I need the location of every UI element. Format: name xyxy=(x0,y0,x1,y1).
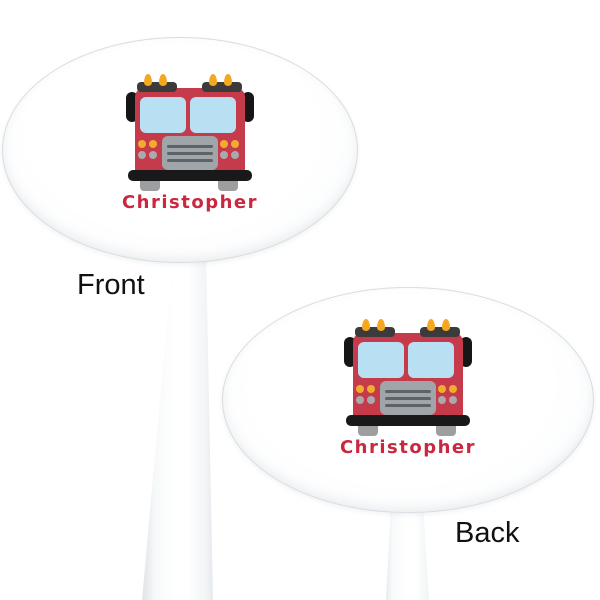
beacon-light-icon xyxy=(442,319,450,331)
wheel-left xyxy=(140,179,160,191)
grille-slat xyxy=(385,396,431,400)
side-mirror-right xyxy=(242,92,254,122)
roof-rack-left xyxy=(137,74,177,92)
roof-rack-left xyxy=(355,319,395,337)
bumper xyxy=(346,415,470,426)
wheel-right xyxy=(218,179,238,191)
grille xyxy=(162,136,218,170)
headlight-icon xyxy=(138,140,146,148)
windshield-right xyxy=(190,97,236,133)
grille-slat xyxy=(167,144,213,148)
stir-stick-handle-front xyxy=(142,254,214,600)
wheel-left xyxy=(358,424,378,436)
fire-truck-icon xyxy=(344,318,472,436)
front-side-label: Front xyxy=(77,269,145,301)
paddle-artwork-back: Christopher xyxy=(340,318,475,468)
headlights-right xyxy=(438,385,458,404)
headlight-icon xyxy=(220,140,228,148)
beacon-light-icon xyxy=(144,74,152,86)
headlight-icon xyxy=(367,396,375,404)
headlight-icon xyxy=(356,396,364,404)
headlight-icon xyxy=(449,385,457,393)
grille xyxy=(380,381,436,415)
headlights-left xyxy=(356,385,376,404)
headlight-icon xyxy=(149,151,157,159)
beacon-light-icon xyxy=(427,319,435,331)
beacon-light-icon xyxy=(209,74,217,86)
windshield-left xyxy=(358,342,404,378)
beacon-light-icon xyxy=(362,319,370,331)
headlights-left xyxy=(138,140,158,159)
grille-slat xyxy=(167,151,213,155)
truck-cab xyxy=(353,333,463,423)
paddle-artwork-front: Christopher xyxy=(122,73,257,223)
personalized-name: Christopher xyxy=(121,192,259,213)
truck-cab xyxy=(135,88,245,178)
roof-rack-right xyxy=(420,319,460,337)
headlight-icon xyxy=(438,385,446,393)
wheel-right xyxy=(436,424,456,436)
stir-stick-handle-back xyxy=(385,503,429,600)
beacon-light-icon xyxy=(377,319,385,331)
grille-slat xyxy=(385,403,431,407)
headlight-icon xyxy=(231,140,239,148)
personalized-name: Christopher xyxy=(339,437,477,458)
fire-truck-icon xyxy=(126,73,254,191)
headlights-right xyxy=(220,140,240,159)
grille-slat xyxy=(167,158,213,162)
beacon-light-icon xyxy=(224,74,232,86)
headlight-icon xyxy=(438,396,446,404)
headlight-icon xyxy=(220,151,228,159)
headlight-icon xyxy=(138,151,146,159)
grille-slat xyxy=(385,389,431,393)
headlight-icon xyxy=(367,385,375,393)
headlight-icon xyxy=(449,396,457,404)
beacon-light-icon xyxy=(159,74,167,86)
headlight-icon xyxy=(149,140,157,148)
headlight-icon xyxy=(356,385,364,393)
roof-rack-right xyxy=(202,74,242,92)
windshield-left xyxy=(140,97,186,133)
bumper xyxy=(128,170,252,181)
side-mirror-right xyxy=(460,337,472,367)
back-side-label: Back xyxy=(455,517,520,549)
headlight-icon xyxy=(231,151,239,159)
windshield-right xyxy=(408,342,454,378)
